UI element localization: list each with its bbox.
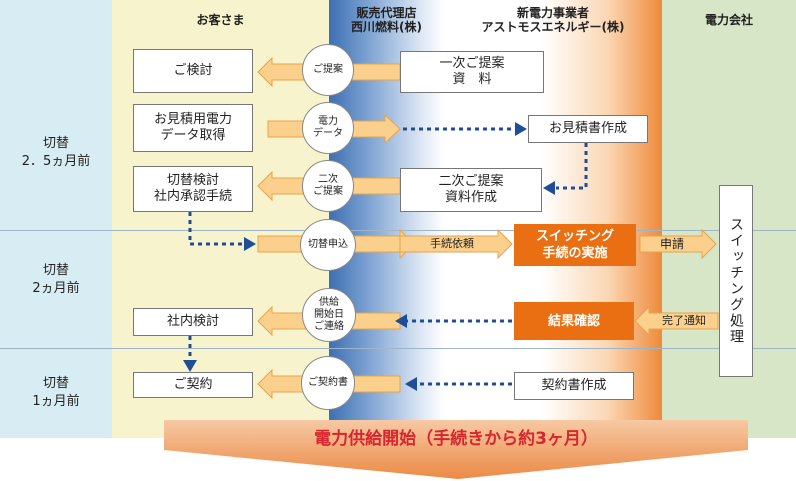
- circle-supply-notice: 供給 開始日 ご連絡: [302, 288, 356, 342]
- header-dealer-line2: 西川燃料(株): [351, 20, 422, 34]
- circle-contract-doc: ご契約書: [301, 356, 355, 410]
- header-power: 電力会社: [704, 13, 753, 27]
- box-line: 資 料: [452, 72, 492, 87]
- arrowhead: [543, 181, 555, 195]
- time-label-line: 2．5ヵ月前: [21, 154, 91, 169]
- arrow-request: [399, 228, 513, 260]
- dotted-line-estimate-second: [556, 143, 588, 190]
- header-new-line1: 新電力事業者: [516, 6, 589, 20]
- circle-power-data: 電力 データ: [302, 102, 354, 154]
- box-line: スイッチング: [535, 229, 614, 244]
- header-dealer-line1: 販売代理店: [356, 6, 417, 20]
- arrowhead: [395, 314, 407, 328]
- time-label-1: 切替 1ヵ月前: [0, 375, 112, 411]
- box-contract-make: 契約書作成: [514, 372, 634, 400]
- time-label-line: 2ヵ月前: [32, 281, 80, 296]
- arrowhead: [183, 360, 197, 372]
- box-line: データ取得: [160, 128, 226, 143]
- row-divider: [0, 230, 796, 231]
- box-second-proposal: 二次ご提案 資料作成: [400, 168, 542, 212]
- box-line: 二次ご提案: [438, 174, 504, 189]
- circle-line: 二次: [318, 174, 338, 185]
- time-label-2: 切替 2ヵ月前: [0, 262, 112, 298]
- box-first-proposal: 一次ご提案 資 料: [400, 51, 544, 93]
- circle-line: ご提案: [313, 186, 343, 197]
- banner-arrow: [164, 420, 748, 479]
- box-switching-procedure: スイッチング 手続の実施: [514, 224, 636, 266]
- header-new-line2: アストモスエネルギー(株): [481, 20, 625, 34]
- circle-line: データ: [313, 128, 343, 139]
- row-divider: [0, 348, 796, 349]
- arrowhead: [244, 237, 256, 251]
- arrowhead: [515, 122, 527, 136]
- box-power-data: お見積用電力 データ取得: [133, 104, 253, 152]
- arrowhead: [405, 377, 417, 391]
- box-line: お見積用電力: [153, 112, 232, 127]
- arrow-done: [634, 305, 719, 337]
- arrow-apply: [639, 228, 717, 260]
- box-review: ご検討: [133, 49, 253, 93]
- circle-proposal: ご提案: [302, 44, 354, 96]
- time-label-line: 切替: [42, 376, 69, 391]
- circle-switch-apply: 切替申込: [300, 219, 356, 271]
- time-column: [0, 0, 112, 438]
- header-customer: お客さま: [196, 13, 245, 27]
- arrow-label-apply: 申請: [659, 237, 684, 251]
- circle-line: 開始日: [314, 309, 344, 320]
- arrow-label-request: 手続依頼: [430, 237, 474, 250]
- arrow-label-done: 完了通知: [662, 314, 706, 327]
- time-label-line: 切替: [42, 136, 69, 151]
- circle-second-proposal: 二次 ご提案: [302, 160, 354, 212]
- time-label-2-5: 切替 2．5ヵ月前: [0, 135, 112, 171]
- box-line: 切替検討: [166, 173, 219, 188]
- box-line: 手続の実施: [542, 246, 608, 261]
- box-estimate: お見積書作成: [528, 115, 648, 143]
- box-result-check: 結果確認: [514, 302, 634, 340]
- circle-line: ご連絡: [314, 321, 344, 332]
- circle-line: 電力: [318, 116, 338, 127]
- box-internal-review: 社内検討: [133, 308, 253, 336]
- banner-supply-start: 電力供給開始（手続きから約3ヶ月）: [314, 429, 598, 449]
- circle-line: 供給: [319, 297, 339, 308]
- box-switching-process: スイッチング処理: [719, 185, 753, 377]
- box-line: 資料作成: [444, 190, 497, 205]
- header-new-power: 新電力事業者 アストモスエネルギー(株): [444, 6, 662, 34]
- box-contract: ご契約: [133, 372, 253, 398]
- box-switch-review: 切替検討 社内承認手続: [133, 166, 253, 212]
- time-label-line: 切替: [42, 263, 69, 278]
- box-line: 社内承認手続: [153, 189, 232, 204]
- dotted-line-switch-apply: [188, 212, 244, 246]
- time-label-line: 1ヵ月前: [32, 394, 80, 409]
- box-line: 一次ご提案: [439, 56, 505, 71]
- header-dealer: 販売代理店 西川燃料(株): [329, 6, 444, 34]
